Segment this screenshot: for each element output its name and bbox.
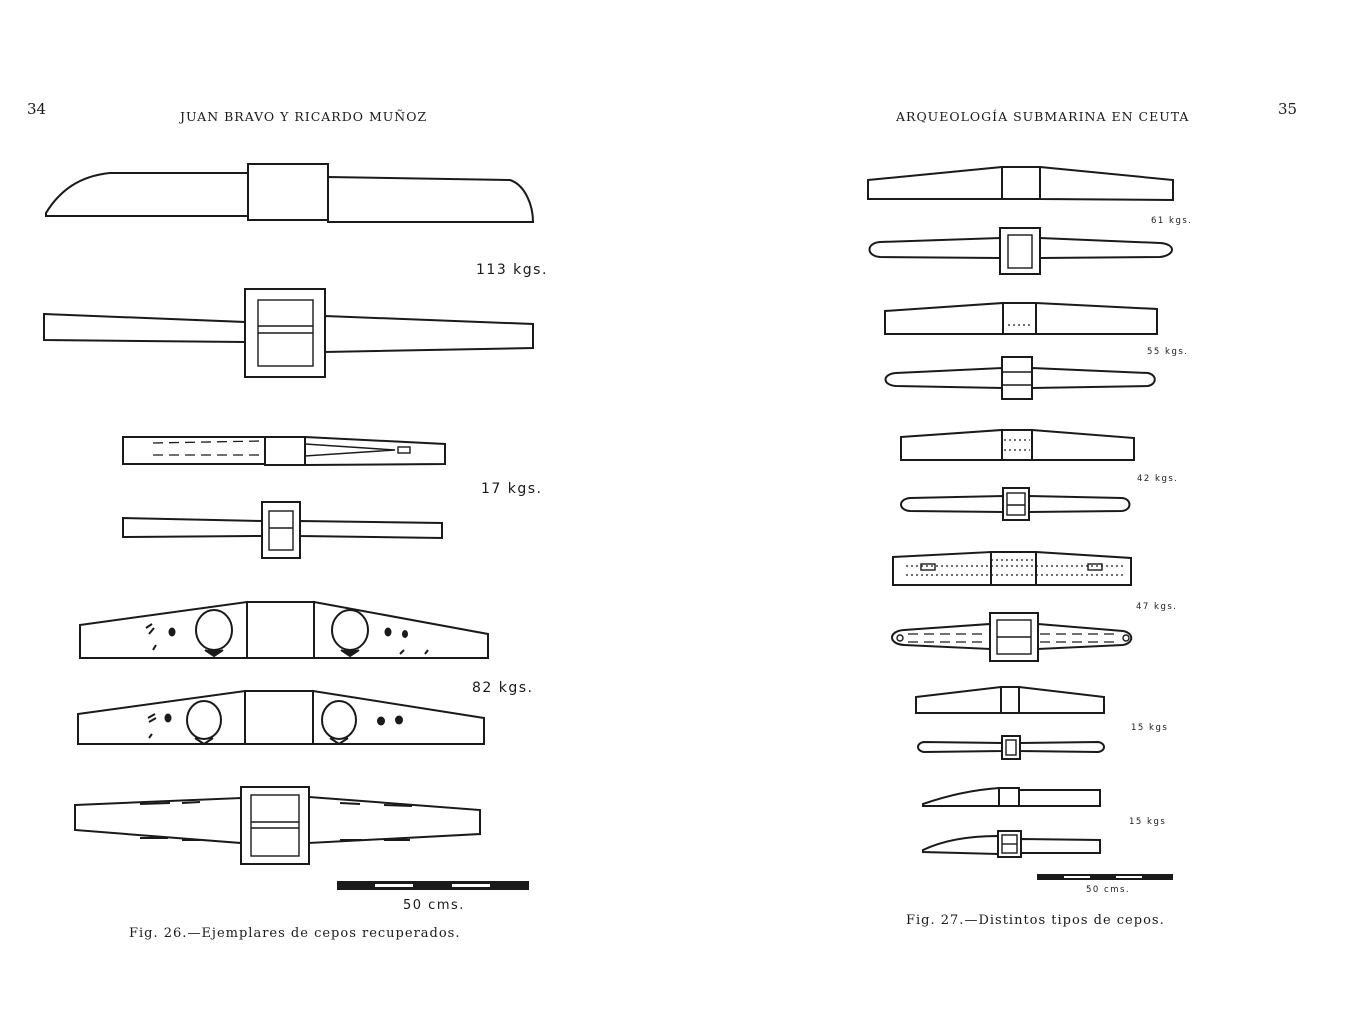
page-number: 34 [27, 100, 47, 118]
scale-bar [1037, 874, 1173, 880]
page-number: 35 [1278, 100, 1298, 118]
anchor-stock-drawings-fig26 [43, 163, 535, 890]
stock-drawing-side [45, 163, 535, 223]
stock-drawing-top [891, 612, 1133, 662]
right-page: ARQUEOLOGÍA SUBMARINA EN CEUTA 35 [676, 0, 1351, 1015]
stock-drawing-top [884, 356, 1156, 400]
stock-drawing-top [868, 227, 1173, 275]
stock-drawing-side [884, 301, 1158, 335]
scale-label: 50 cms. [1086, 885, 1131, 895]
stock-drawing-top [900, 487, 1131, 521]
weight-label: 61 kgs. [1151, 216, 1193, 226]
stock-drawing-side [79, 600, 489, 659]
weight-label: 15 kgs [1131, 723, 1169, 733]
stock-drawing-top [917, 735, 1105, 760]
stock-drawing-top [922, 830, 1101, 858]
stock-drawing-side [122, 435, 446, 467]
running-head: ARQUEOLOGÍA SUBMARINA EN CEUTA [896, 109, 1190, 124]
left-page: 34 JUAN BRAVO Y RICARDO MUÑOZ [0, 0, 675, 1015]
weight-label: 82 kgs. [472, 680, 534, 696]
scale-bar [337, 881, 529, 890]
weight-label: 15 kgs [1129, 817, 1167, 827]
weight-label: 47 kgs. [1136, 602, 1178, 612]
stock-drawing-side [915, 685, 1105, 714]
running-head: JUAN BRAVO Y RICARDO MUÑOZ [180, 109, 428, 124]
stock-drawing-top [122, 501, 443, 559]
stock-drawing-top [74, 786, 481, 865]
figure-caption: Fig. 26.—Ejemplares de cepos recuperados… [129, 926, 461, 941]
scale-label: 50 cms. [403, 898, 465, 913]
stock-drawing-side [77, 689, 485, 746]
stock-drawing-side [892, 550, 1132, 586]
weight-label: 113 kgs. [476, 262, 548, 278]
anchor-stock-drawings-fig27 [867, 165, 1174, 880]
weight-label: 55 kgs. [1147, 347, 1189, 357]
stock-drawing-side [867, 165, 1174, 202]
weight-label: 42 kgs. [1137, 474, 1179, 484]
weight-label: 17 kgs. [481, 481, 543, 497]
figure-caption: Fig. 27.—Distintos tipos de cepos. [906, 913, 1165, 928]
stock-drawing-side [922, 786, 1101, 807]
stock-drawing-side [900, 428, 1135, 461]
stock-drawing-top [43, 288, 534, 378]
